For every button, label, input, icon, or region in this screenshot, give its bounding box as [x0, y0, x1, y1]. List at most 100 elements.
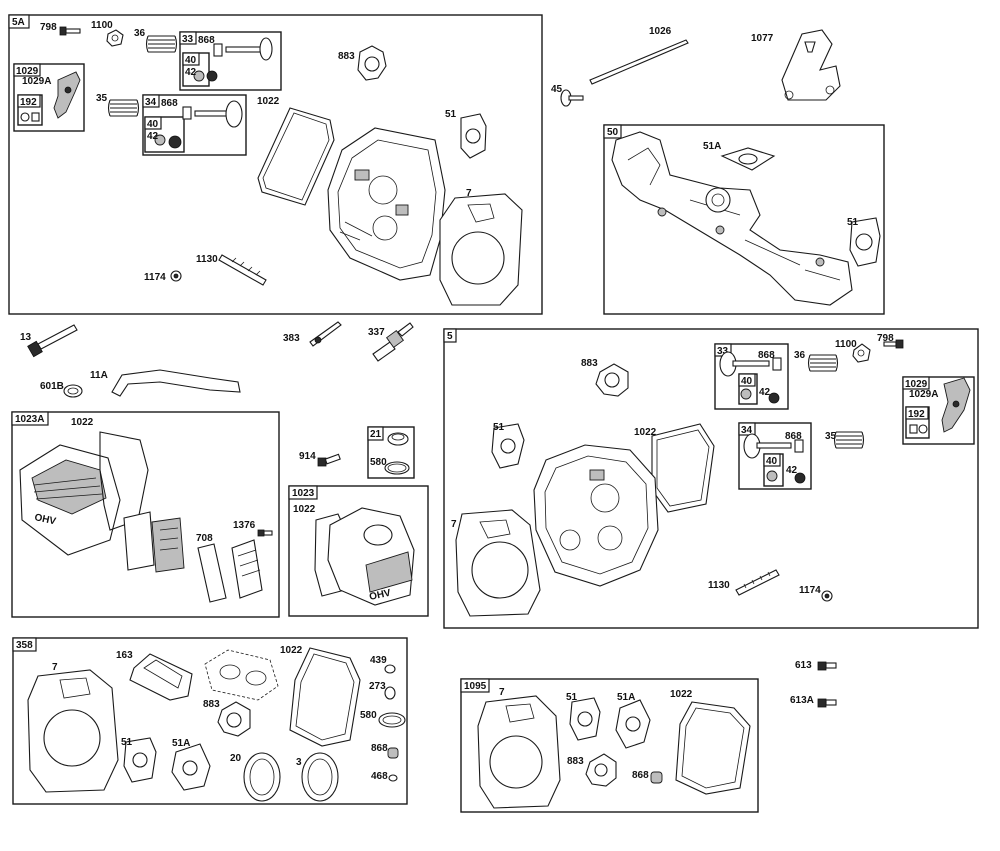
screw-1376: [257, 529, 273, 537]
group-1023a-frame: 1023A: [11, 411, 280, 618]
svg-text:51A: 51A: [617, 692, 635, 703]
gasket-163: [129, 653, 193, 701]
svg-text:1077: 1077: [751, 33, 774, 44]
svg-text:580: 580: [360, 710, 377, 721]
group-label-1023: 1023: [292, 488, 315, 499]
group-21-frame: 21: [367, 426, 415, 479]
clamp-601b: [63, 384, 83, 398]
svg-text:42: 42: [147, 131, 159, 142]
svg-text:7: 7: [499, 687, 505, 698]
svg-text:613: 613: [795, 660, 812, 671]
svg-text:1022: 1022: [257, 96, 280, 107]
svg-text:337: 337: [368, 327, 385, 338]
head-gasket-7-5: [455, 509, 541, 617]
svg-text:1022: 1022: [293, 504, 316, 515]
group-label-1095: 1095: [464, 681, 487, 692]
group-label-358: 358: [16, 640, 33, 651]
svg-text:868: 868: [785, 431, 802, 442]
svg-text:883: 883: [338, 51, 355, 62]
seal-20: [243, 752, 281, 802]
svg-text:798: 798: [877, 333, 894, 344]
rocker-arm-1029a-5a: [53, 71, 81, 119]
svg-text:1029: 1029: [16, 66, 39, 77]
gasket-51-50: [849, 217, 881, 267]
pushrod-1026: [589, 39, 689, 85]
svg-text:51: 51: [445, 109, 457, 120]
group-5a-frame: 5A: [8, 14, 543, 315]
o-ring-580-21: [384, 461, 410, 475]
seal-868-358: [387, 747, 399, 759]
svg-text:51A: 51A: [703, 141, 721, 152]
svg-text:601B: 601B: [40, 381, 64, 392]
group-1023-frame: 1023: [288, 485, 429, 617]
svg-text:45: 45: [551, 84, 563, 95]
svg-text:1174: 1174: [144, 272, 166, 283]
subgroup-1029-5: 1029 192: [902, 376, 975, 445]
svg-text:36: 36: [794, 350, 806, 361]
svg-text:51: 51: [121, 737, 133, 748]
svg-text:40: 40: [185, 55, 197, 66]
svg-text:883: 883: [581, 358, 598, 369]
breather-tube-11a: [111, 369, 241, 397]
head-gasket-7-1095: [477, 695, 561, 809]
gasket-883-5a: [357, 45, 387, 81]
svg-text:868: 868: [632, 770, 649, 781]
seal-468: [388, 774, 398, 782]
breather-plate-1023a: [123, 511, 185, 573]
svg-text:33: 33: [182, 34, 194, 45]
valve-34-5: [743, 433, 806, 484]
adjust-nut-192-5: [909, 424, 928, 434]
svg-text:883: 883: [203, 699, 220, 710]
subgroup-1029-5a: 1029 192: [13, 63, 85, 132]
fitting-613a: [817, 698, 837, 708]
svg-text:868: 868: [371, 743, 388, 754]
gasket-1022-5: [651, 423, 715, 513]
rocker-arm-1029a-5: [941, 377, 971, 433]
svg-text:1376: 1376: [233, 520, 256, 531]
group-label-5: 5: [447, 331, 453, 342]
svg-text:192: 192: [20, 97, 37, 108]
group-358-frame: 358: [12, 637, 408, 805]
group-label-21: 21: [370, 429, 382, 440]
valve-cover-1023: OHV: [327, 507, 415, 606]
group-label-5a: 5A: [12, 17, 25, 28]
svg-text:34: 34: [145, 97, 157, 108]
stud-1130-5: [735, 569, 780, 596]
svg-text:34: 34: [741, 425, 753, 436]
svg-text:13: 13: [20, 332, 32, 343]
group-5-frame: 5: [443, 328, 979, 629]
svg-text:1100: 1100: [91, 20, 113, 31]
svg-text:3: 3: [296, 757, 302, 768]
valve-33-5: [719, 351, 782, 404]
svg-text:868: 868: [198, 35, 215, 46]
valve-34-5a: [154, 100, 243, 149]
cylinder-head-5a: [327, 127, 446, 281]
svg-text:580: 580: [370, 457, 387, 468]
svg-text:1130: 1130: [196, 254, 218, 265]
stud-1130-5a: [218, 254, 267, 286]
svg-text:1174: 1174: [799, 585, 821, 596]
gasket-883-1095: [585, 753, 617, 787]
svg-text:708: 708: [196, 533, 213, 544]
bolt-798-5: [883, 339, 904, 349]
seal-3: [301, 752, 339, 802]
gasket-51-1095: [569, 697, 601, 741]
screw-914: [317, 453, 341, 467]
svg-text:868: 868: [758, 350, 775, 361]
gasket-51-358: [123, 737, 157, 783]
svg-text:613A: 613A: [790, 695, 814, 706]
subgroup-34-5a: 34 40: [142, 94, 247, 156]
gasket-883-358: [217, 701, 251, 737]
svg-text:883: 883: [567, 756, 584, 767]
group-label-1023a: 1023A: [15, 414, 44, 425]
svg-text:7: 7: [466, 188, 472, 199]
gasket-51-5a: [460, 113, 487, 159]
nut-1174-5a: [170, 270, 182, 282]
seal-439: [384, 664, 396, 674]
o-ring-580-358: [378, 712, 406, 728]
gasket-51a-50: [720, 147, 776, 171]
head-gasket-7-5a: [439, 193, 523, 306]
svg-text:163: 163: [116, 650, 133, 661]
svg-text:42: 42: [185, 67, 197, 78]
svg-text:273: 273: [369, 681, 386, 692]
